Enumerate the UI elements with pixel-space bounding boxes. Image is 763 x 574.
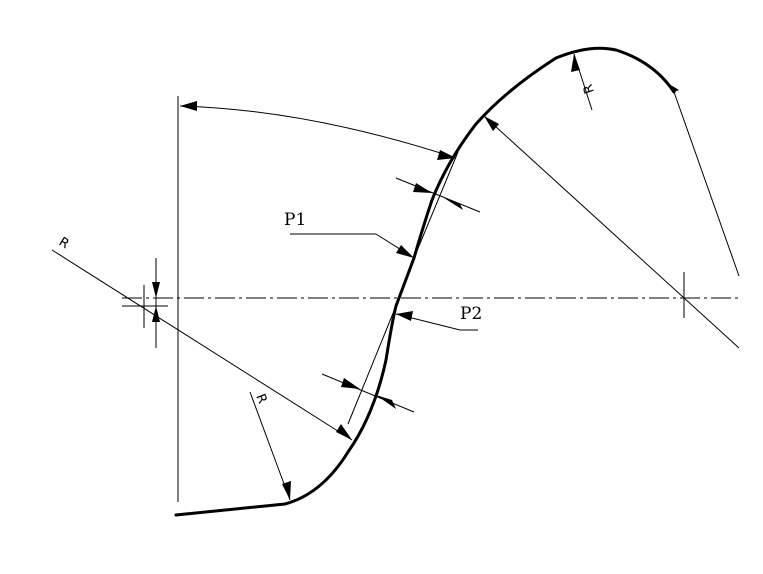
upper-thickness-arrow-left [413,183,432,193]
right-flank-line [673,91,740,277]
lower-thickness-dim-line [321,373,415,413]
bottom-radius-arrow [282,481,291,500]
left-radius-line [51,249,353,441]
left-small-dim-arrow-up [152,306,160,322]
lower-chord-line [347,305,397,425]
top-radius-arrow [571,54,580,72]
p1-leader-arrow [396,245,414,258]
cam-profile-curve [174,46,676,517]
lower-thickness-arrow-left [341,378,360,389]
angle-arc-arrow-right [437,150,456,160]
left-radius-arrow [336,424,352,440]
upper-thickness-arrow-right [444,198,463,210]
right-large-radius-line [483,115,740,349]
left-radius-label: R [56,235,72,253]
p2-label: P2 [460,304,482,324]
upper-thickness-dim-line [395,177,481,213]
right-flank-arrow [669,84,679,92]
bottom-radius-line [249,391,291,501]
right-large-radius-arrow [484,116,499,131]
upper-chord-line [413,151,459,259]
left-small-dim-arrow-down [152,282,160,298]
p2-leader-arrow [396,311,413,321]
lower-thickness-arrow-right [376,395,396,409]
angle-dimension-arc [179,105,457,159]
angle-arc-arrow-left [180,101,197,111]
top-radius-label: R [581,82,598,95]
bottom-radius-label: R [252,392,269,406]
p1-label: P1 [284,210,306,230]
